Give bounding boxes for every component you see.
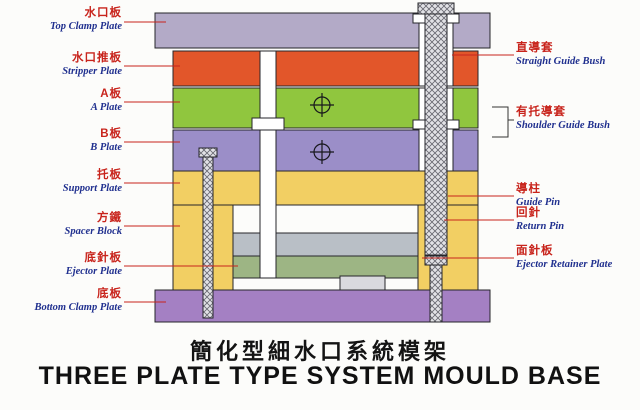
label-spacer-block: 方鐵 Spacer Block — [65, 212, 122, 238]
sprue-puller-flange — [251, 117, 285, 131]
ejector-pin-head — [198, 147, 218, 158]
datum-mark-cross — [310, 93, 334, 117]
label-cn-a-plate: A板 — [100, 88, 122, 100]
label-ejector-retainer-plate: 面針板 Ejector Retainer Plate — [516, 245, 612, 271]
label-en-straight-guide-bush: Straight Guide Bush — [516, 56, 606, 67]
label-guide-pin: 導柱 Guide Pin — [516, 183, 560, 209]
label-stripper-plate: 水口推板 Stripper Plate — [62, 52, 122, 78]
leader-lines — [124, 21, 514, 303]
label-cn-spacer-block: 方鐵 — [97, 212, 122, 224]
mould-base-diagram — [124, 2, 514, 323]
label-straight-guide-bush: 直導套 Straight Guide Bush — [516, 42, 605, 68]
label-b-plate: B板 B Plate — [90, 128, 122, 154]
shoulder-bush-bracket — [492, 106, 514, 138]
hatched-pins — [198, 2, 455, 323]
return-pin-head — [424, 255, 448, 266]
ejector-plate-shape — [232, 255, 419, 279]
label-en-stripper-plate: Stripper Plate — [62, 66, 122, 77]
label-cn-top-clamp-plate: 水口板 — [84, 7, 122, 19]
sprue-puller-pin-shape — [259, 50, 277, 279]
label-a-plate: A板 A Plate — [91, 88, 122, 114]
label-top-clamp-plate: 水口板 Top Clamp Plate — [50, 7, 122, 33]
label-cn-straight-guide-bush: 直導套 — [516, 42, 554, 54]
label-en-shoulder-guide-bush: Shoulder Guide Bush — [516, 120, 610, 131]
label-en-b-plate: B Plate — [90, 142, 122, 153]
label-en-a-plate: A Plate — [90, 102, 122, 113]
label-cn-return-pin: 回針 — [516, 207, 541, 219]
label-cn-ejector-retainer-plate: 面針板 — [516, 245, 554, 257]
label-en-support-plate: Support Plate — [62, 183, 122, 194]
datum-marks — [310, 93, 334, 164]
label-cn-ejector-plate: 底針板 — [84, 252, 122, 264]
label-en-spacer-block: Spacer Block — [64, 226, 122, 237]
label-shoulder-guide-bush: 有托導套 Shoulder Guide Bush — [516, 106, 610, 132]
label-en-guide-pin: Guide Pin — [516, 197, 561, 208]
label-cn-support-plate: 托板 — [97, 169, 122, 181]
label-en-ejector-plate: Ejector Plate — [65, 266, 122, 277]
label-support-plate: 托板 Support Plate — [63, 169, 122, 195]
ejector-pin-shaft — [202, 156, 214, 319]
datum-mark-cross — [310, 140, 334, 164]
label-cn-stripper-plate: 水口推板 — [72, 52, 122, 64]
stop-block-shape — [339, 275, 386, 291]
label-cn-shoulder-guide-bush: 有托導套 — [516, 106, 566, 118]
label-en-return-pin: Return Pin — [516, 221, 565, 232]
title-english: THREE PLATE TYPE SYSTEM MOULD BASE — [38, 362, 602, 390]
label-return-pin: 回針 Return Pin — [516, 207, 564, 233]
label-cn-b-plate: B板 — [100, 128, 122, 140]
label-ejector-plate: 底針板 Ejector Plate — [66, 252, 122, 278]
title-chinese: 簡化型細水口系統模架 — [189, 339, 450, 364]
guide-pin-shaft — [424, 13, 448, 256]
label-en-top-clamp-plate: Top Clamp Plate — [50, 21, 122, 32]
label-cn-guide-pin: 導柱 — [516, 183, 541, 195]
label-bottom-clamp-plate: 底板 Bottom Clamp Plate — [34, 288, 122, 314]
label-cn-bottom-clamp-plate: 底板 — [97, 288, 122, 300]
guide-pin-head — [417, 2, 455, 15]
label-en-ejector-retainer-plate: Ejector Retainer Plate — [516, 259, 613, 270]
label-en-bottom-clamp-plate: Bottom Clamp Plate — [34, 302, 122, 313]
return-pin-shaft — [429, 264, 443, 323]
